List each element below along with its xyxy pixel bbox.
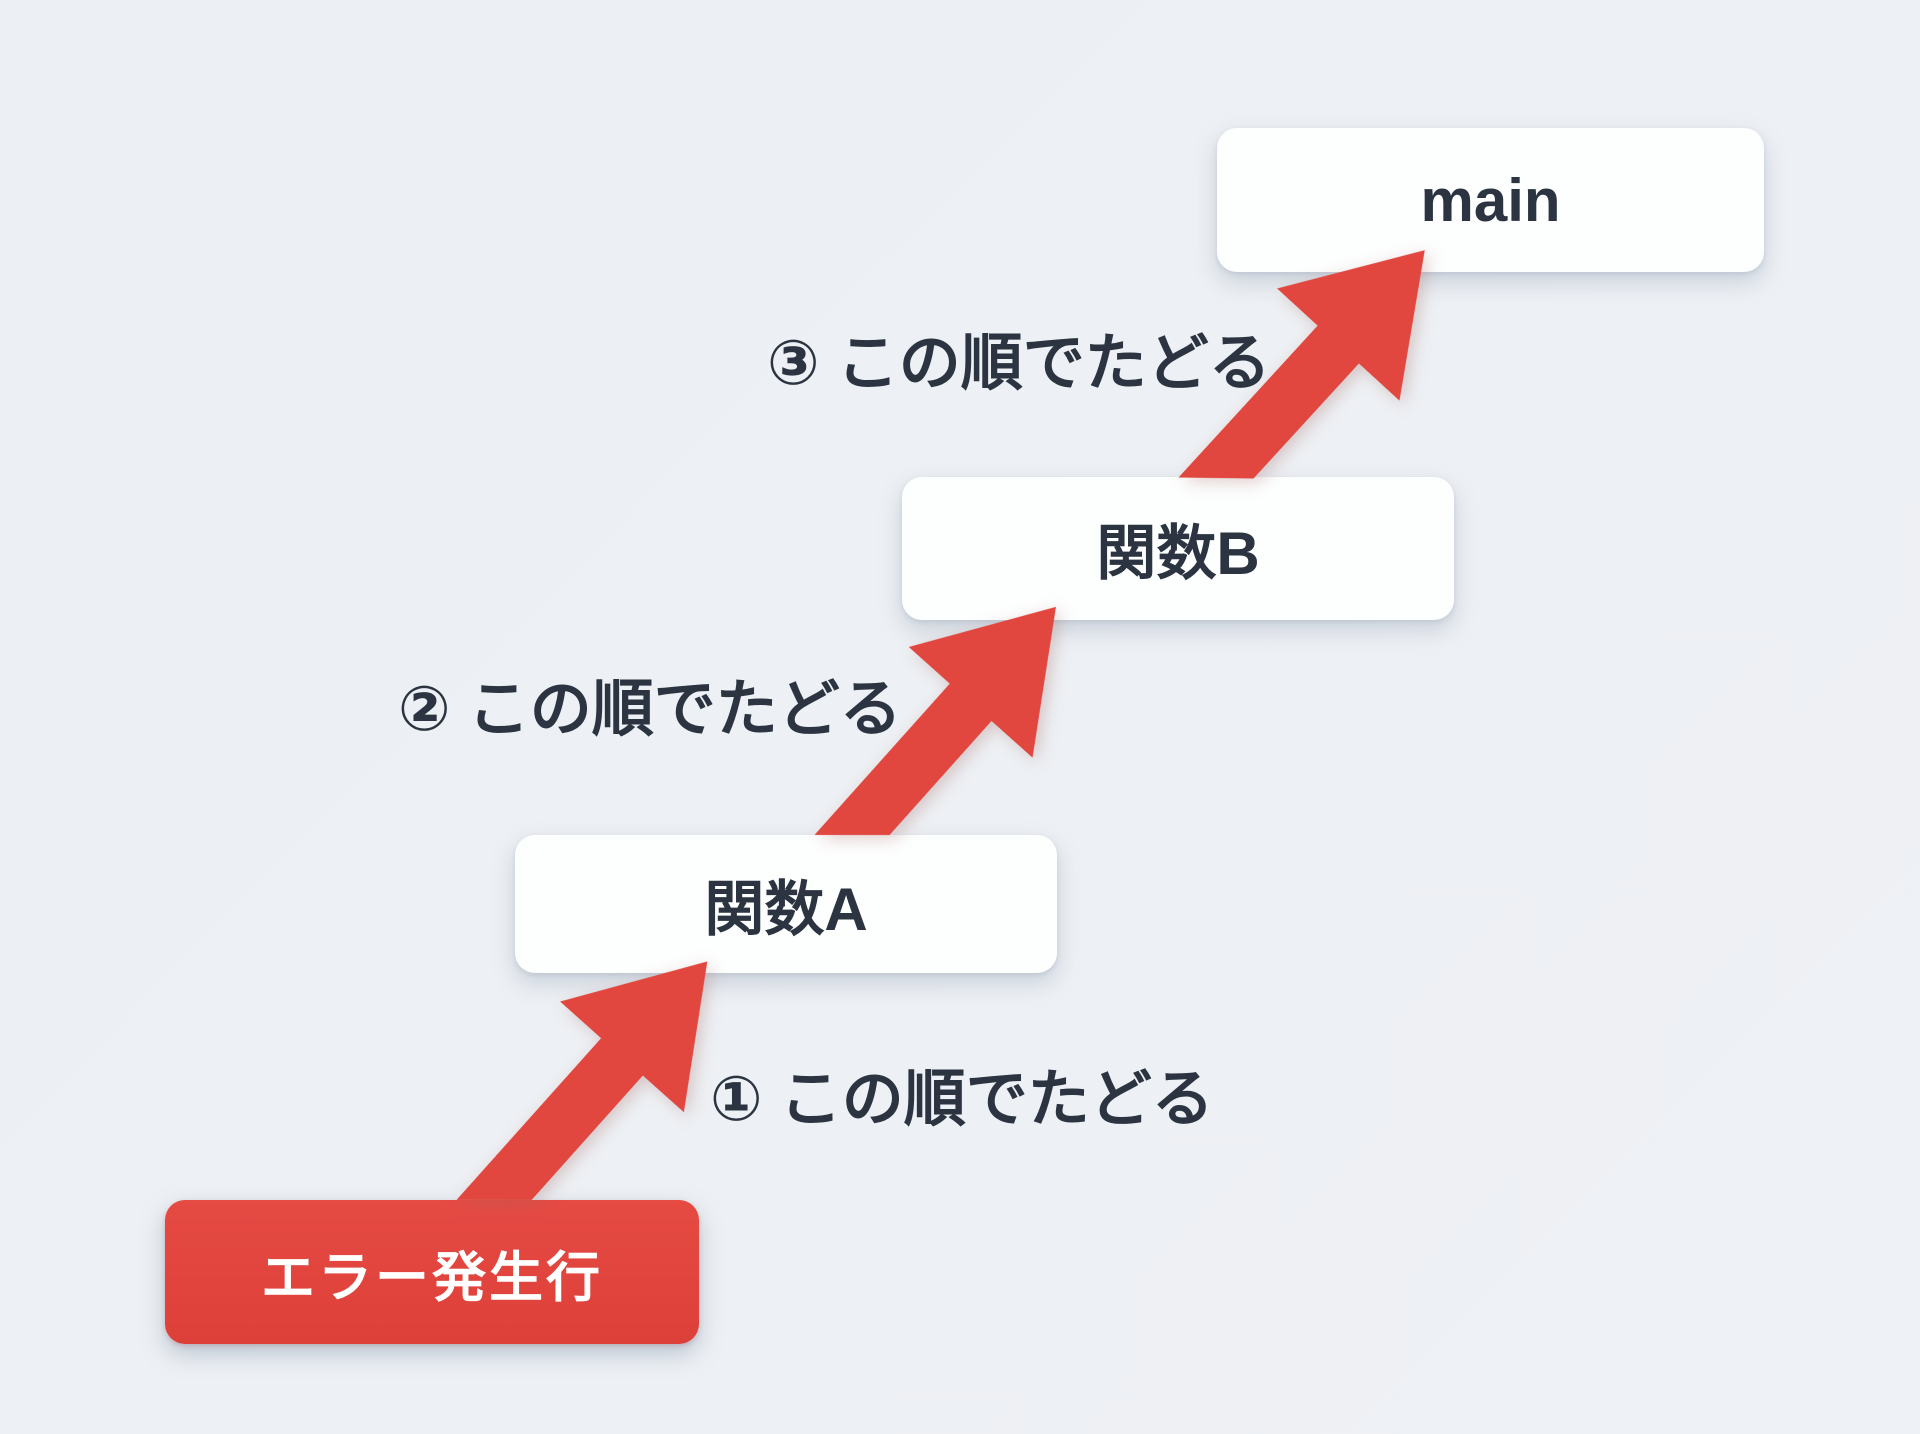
node-main: main	[1217, 128, 1764, 272]
step-label-3: ③ この順でたどる	[767, 329, 1271, 398]
node-function-a: 関数A	[515, 835, 1057, 973]
step-label-2: ② この順でたどる	[398, 675, 902, 744]
node-error-line-label: エラー発生行	[261, 1247, 603, 1308]
step-label-1: ① この順でたどる	[710, 1065, 1214, 1134]
node-main-label: main	[1420, 166, 1561, 234]
node-function-b: 関数B	[902, 477, 1454, 620]
node-function-b-label: 関数B	[1096, 520, 1260, 587]
node-error-line: エラー発生行	[165, 1200, 699, 1344]
node-function-a-label: 関数A	[704, 875, 868, 943]
